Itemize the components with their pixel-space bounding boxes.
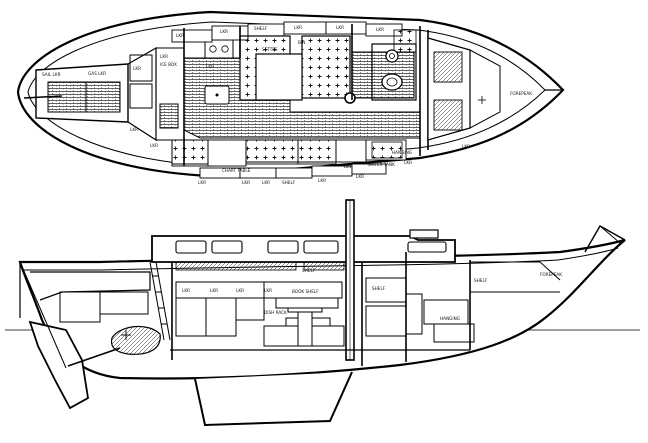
label-lkr: LKR <box>294 25 302 30</box>
label-shelf: SHELF <box>282 180 296 185</box>
plan-head <box>371 43 417 101</box>
label-lkr: LKR <box>182 288 190 293</box>
plan-mast <box>344 92 356 104</box>
label-book-shelf: BOOK SHELF <box>292 289 319 294</box>
plan-toilet <box>381 73 403 91</box>
plan-labels: LKR LKR SHELF LKR LKR LKR BIN SETTEE ICE… <box>42 25 532 185</box>
label-lkr: LKR <box>130 127 138 132</box>
label-gas-lkr: GAS LKR <box>88 71 106 76</box>
label-shelf: SHELF <box>372 286 386 291</box>
plan-chart-table-seat <box>171 139 209 165</box>
label-hanging: HANGING <box>392 150 412 155</box>
label-lkr: LKR <box>206 64 214 69</box>
label-settee: SETTEE <box>262 47 278 52</box>
label-lkr: LKR <box>404 160 412 165</box>
plan-companionway-steps <box>159 103 179 129</box>
plan-dinette-table <box>255 53 303 101</box>
profile-keel <box>194 371 353 427</box>
profile-companionway-ladder <box>149 261 171 341</box>
label-lkr: LKR <box>150 143 158 148</box>
profile-dinette-table <box>297 309 313 347</box>
plan-top-lockers <box>171 21 403 43</box>
profile-engine <box>110 325 161 355</box>
label-lkr: LKR <box>220 29 228 34</box>
label-forepeak: FOREPEAK <box>540 272 562 277</box>
label-lkr: LKR <box>198 180 206 185</box>
label-hanging: HANGING <box>440 316 460 321</box>
label-lkr: LKR <box>376 27 384 32</box>
label-lkr: LKR <box>242 180 250 185</box>
label-lkr: LKR <box>356 174 364 179</box>
profile-forward-hatch <box>409 229 439 239</box>
label-lkr: LKR <box>160 54 168 59</box>
plan-galley-stove <box>204 39 234 59</box>
label-shelf: SHELF <box>474 278 488 283</box>
plan-cabin-sole-fwd <box>351 51 415 99</box>
label-chart-table: CHART TABLE <box>222 168 251 173</box>
label-lkr: LKR <box>262 180 270 185</box>
label-lkr: LKR <box>336 25 344 30</box>
label-lkr: LKR <box>462 144 470 149</box>
plan-tiller <box>23 95 63 99</box>
label-ice-box: ICE BOX <box>160 62 177 67</box>
label-lkr: LKR <box>318 178 326 183</box>
label-shelf: SHELF <box>254 26 268 31</box>
label-sail-lkr: SAIL LKR <box>42 72 61 77</box>
plan-view: LKR LKR SHELF LKR LKR LKR BIN SETTEE ICE… <box>16 10 565 185</box>
plan-settee-upper-cushion-2 <box>301 35 351 99</box>
profile-bulkheads <box>171 252 471 366</box>
plan-cockpit-grate <box>47 81 121 113</box>
label-lkr: LKR <box>176 33 184 38</box>
label-lkr: LKR <box>264 288 272 293</box>
profile-prop-shaft <box>67 347 121 367</box>
label-forepeak: FOREPEAK <box>510 91 532 96</box>
label-lkr: LKR <box>210 288 218 293</box>
profile-labels: LKR LKR LKR LKR SHELF BOOK SHELF DISH RA… <box>182 268 562 321</box>
label-shelf: SHELF <box>302 268 316 273</box>
profile-view: LKR LKR LKR LKR SHELF BOOK SHELF DISH RA… <box>5 199 640 427</box>
label-lkr: LKR <box>236 288 244 293</box>
label-lkr: LKR <box>133 66 141 71</box>
label-bin: BIN <box>344 164 351 169</box>
label-water-tank: WATER TANK <box>368 162 395 167</box>
plan-settee-lower-cushion <box>245 139 299 163</box>
profile-portlights <box>175 240 447 254</box>
plan-settee-lower-cushion-2 <box>297 139 337 163</box>
label-dish-rack: DISH RACK <box>264 310 287 315</box>
profile-rudder <box>28 320 89 410</box>
label-bin: BIN <box>298 40 305 45</box>
